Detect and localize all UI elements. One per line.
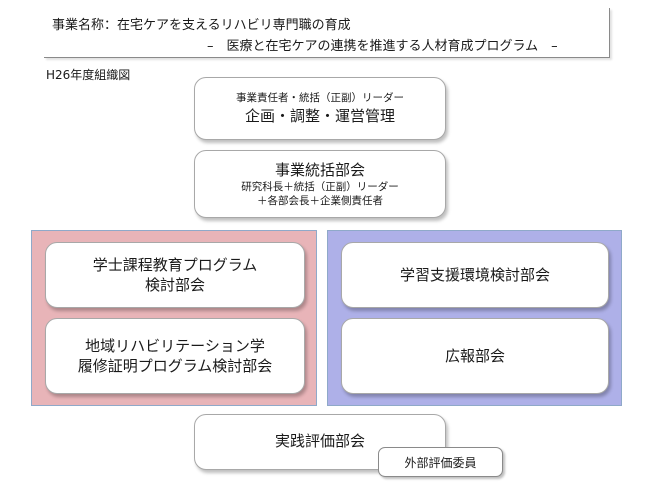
pr-committee-box: 広報部会	[341, 318, 609, 394]
project-subtitle: – 医療と在宅ケアの連携を推進する人材育成プログラム –	[207, 39, 558, 54]
learning-support-committee-box: 学習支援環境検討部会	[341, 242, 609, 308]
project-title: 事業名称：在宅ケアを支えるリハビリ専門職の育成	[52, 18, 351, 33]
bachelor-program-line2: 検討部会	[144, 276, 205, 294]
learning-support-title: 学習支援環境検討部会	[399, 266, 550, 284]
coordination-members-line2: ＋各部会長＋企業側責任者	[257, 194, 383, 207]
external-evaluators-box: 外部評価委員	[378, 447, 503, 477]
regional-rehab-committee-box: 地域リハビリテーション学 履修証明プログラム検討部会	[45, 318, 305, 394]
org-chart-label: H26年度組織図	[46, 68, 131, 82]
coordination-committee-title: 事業統括部会	[274, 160, 365, 179]
regional-rehab-line2: 履修証明プログラム検討部会	[77, 357, 273, 375]
evaluation-committee-title: 実践評価部会	[274, 432, 365, 450]
project-title-box: 事業名称：在宅ケアを支えるリハビリ専門職の育成 – 医療と在宅ケアの連携を推進す…	[44, 8, 610, 58]
regional-rehab-line1: 地域リハビリテーション学	[85, 337, 265, 355]
leader-function: 企画・調整・運営管理	[244, 107, 395, 125]
bachelor-program-committee-box: 学士課程教育プログラム 検討部会	[45, 242, 305, 308]
leader-roles: 事業責任者・統括（正副）リーダー	[236, 92, 404, 104]
bachelor-program-line1: 学士課程教育プログラム	[92, 256, 258, 274]
coordination-committee-box: 事業統括部会 研究科長＋統括（正副）リーダー ＋各部会長＋企業側責任者	[194, 150, 446, 218]
coordination-members-line1: 研究科長＋統括（正副）リーダー	[241, 180, 399, 193]
pr-committee-title: 広報部会	[444, 347, 505, 365]
leader-box: 事業責任者・統括（正副）リーダー 企画・調整・運営管理	[194, 77, 446, 140]
